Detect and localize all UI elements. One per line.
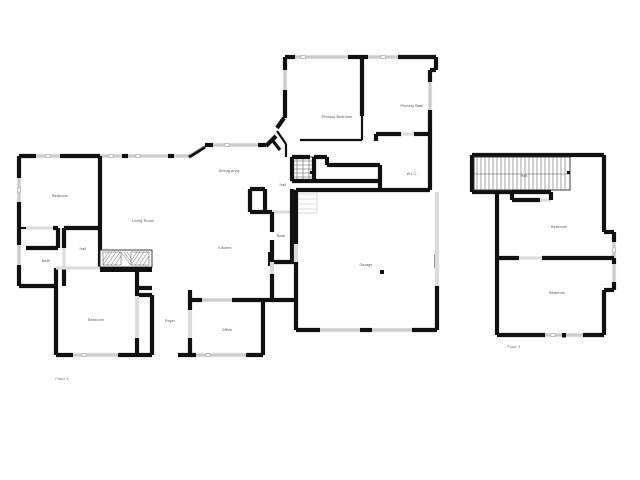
stairs-upstairs-hall [473, 156, 571, 191]
window-mullion [45, 154, 51, 158]
diagonal-wall [264, 134, 278, 148]
window-mullion [380, 55, 386, 59]
wall-pier [562, 333, 566, 338]
room-label-bath-left: Bath [42, 259, 50, 263]
window-mullion [612, 247, 616, 253]
window-mullion [81, 353, 87, 357]
room-label-kitchen: Kitchen [218, 246, 231, 250]
room-label-bath-center: Bath [277, 234, 285, 238]
room-label-bedroom-upstairs-1: Bedroom [551, 225, 567, 229]
room-label-bedroom-upstairs-2: Bedroom [549, 291, 565, 295]
room-label-primary-bath: Primary Bath [401, 104, 424, 108]
window-mullion [135, 154, 141, 158]
window-mullion [205, 353, 211, 357]
room-label-wic: W.I.C. [407, 172, 418, 176]
floor-1-plan: Bedroom Bath Hall Living Room Bedroom Fo… [16, 54, 440, 381]
stairs-living-room [99, 249, 153, 272]
room-label-dining-area: Dining Area [219, 169, 240, 173]
diagonal-wall [188, 145, 206, 159]
window-mullion [224, 143, 230, 147]
window-glass-line [189, 145, 206, 156]
stair-direction-marker [310, 171, 313, 174]
floor-2-plan: Hall Bedroom Bedroom Floor 2 [469, 152, 617, 349]
window-mullion [300, 55, 306, 59]
stair-direction-marker [567, 171, 570, 174]
room-label-hall-center: Hall [280, 183, 287, 187]
room-label-garage: Garage [359, 263, 372, 267]
floor-1-caption: Floor 1 [55, 377, 68, 381]
window-mullion [17, 187, 21, 193]
room-label-foyer: Foyer [165, 319, 176, 323]
room-label-primary-bedroom: Primary Bedroom [322, 115, 353, 119]
room-label-bedroom-upper-left: Bedroom [52, 194, 68, 198]
diagonal-wall [275, 116, 286, 130]
stair-landing-wall [100, 267, 152, 272]
floor-2-caption: Floor 2 [507, 345, 520, 349]
diagonal-wall [276, 130, 287, 145]
diagonal-wall [271, 140, 282, 151]
window-mullion [108, 154, 114, 158]
room-label-living-room: Living Room [132, 219, 154, 223]
garage-column [380, 270, 384, 274]
wall-pier [268, 252, 273, 266]
room-label-hall-left: Hall [80, 247, 87, 251]
room-label-hall-upstairs: Hall [521, 174, 528, 178]
room-label-bedroom-lower-left: Bedroom [88, 318, 104, 322]
room-label-office: Office [222, 328, 232, 332]
window-mullion [550, 333, 556, 337]
